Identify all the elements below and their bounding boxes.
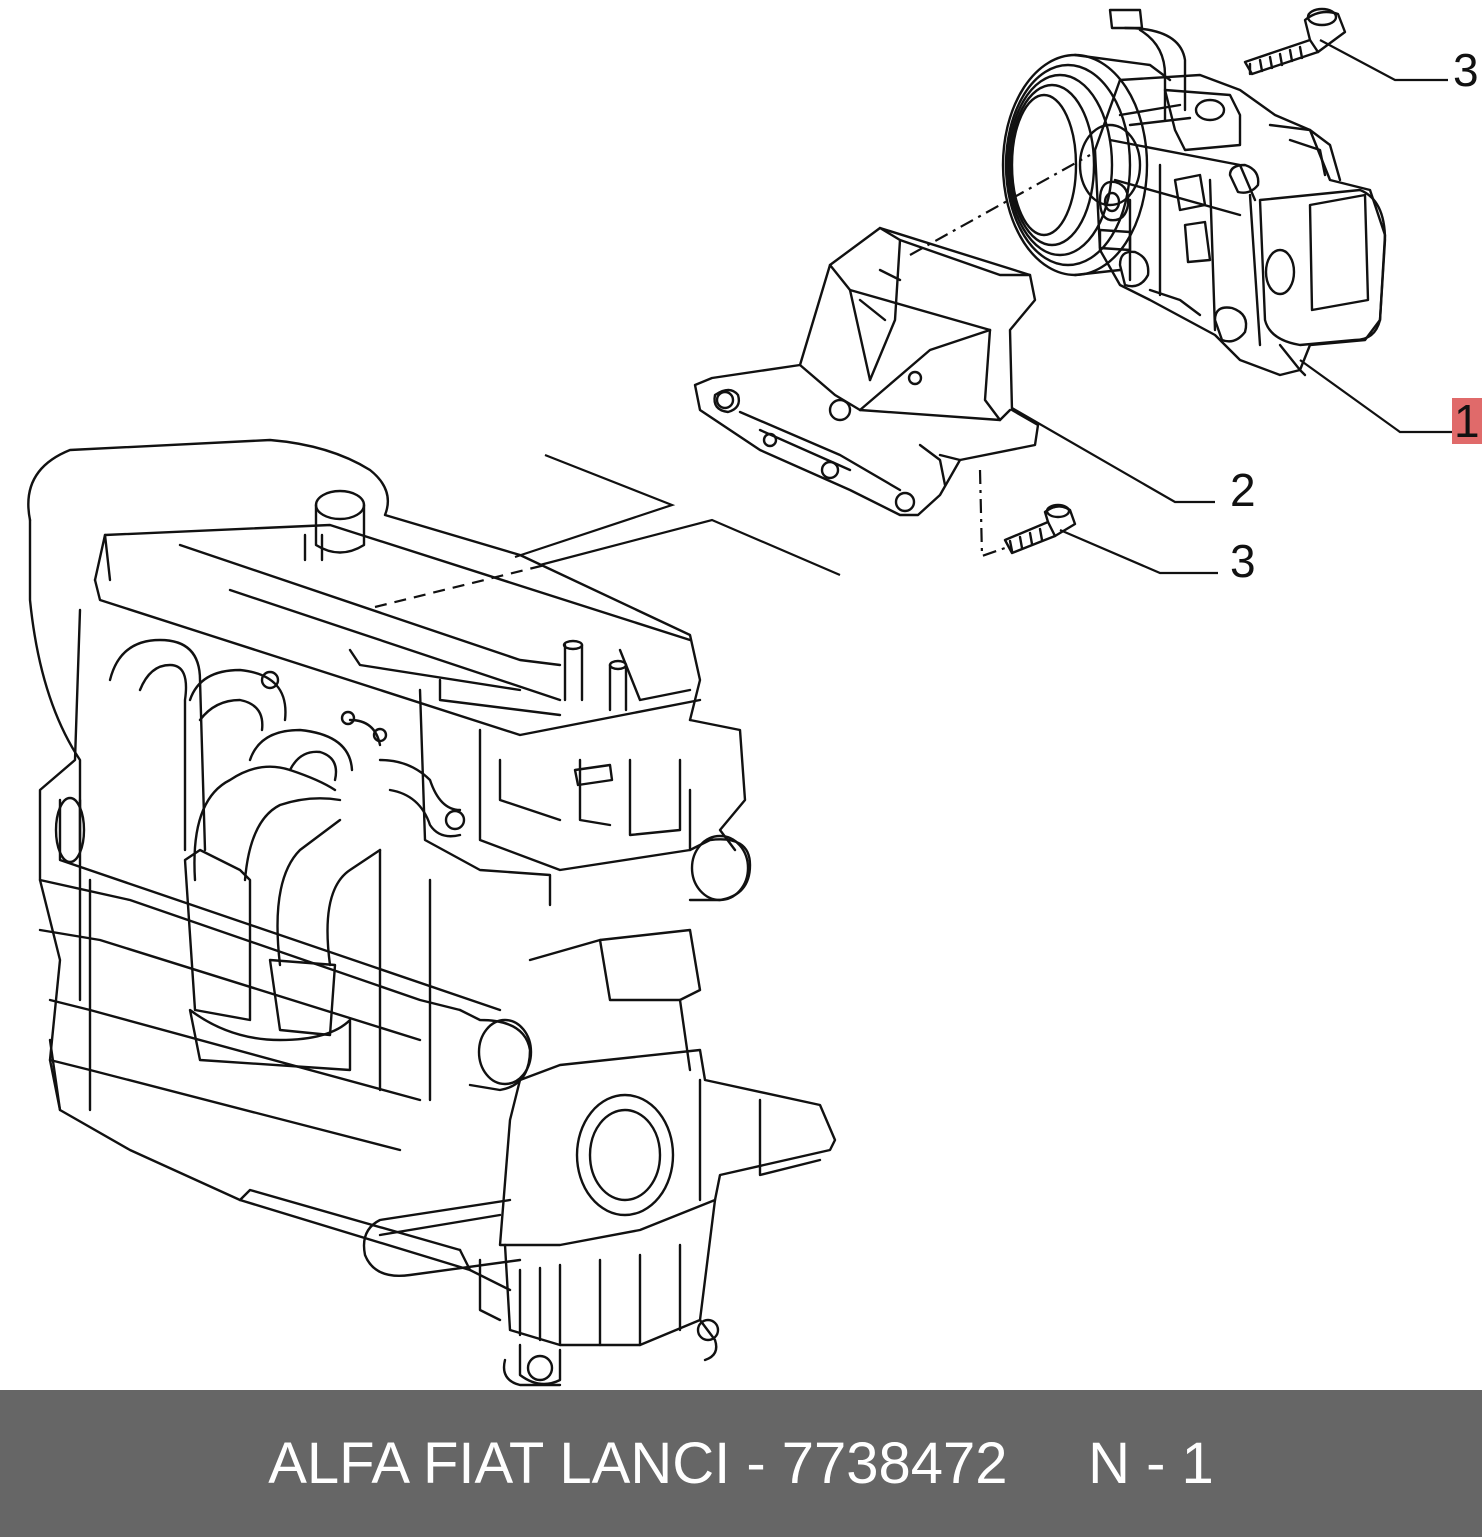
leader-1 bbox=[1299, 359, 1452, 434]
bolt-bottom bbox=[1003, 503, 1077, 555]
leader-3-bottom bbox=[1059, 528, 1218, 575]
leader-3-top bbox=[1319, 39, 1448, 82]
callout-1: 1 bbox=[1452, 395, 1482, 447]
caption-bar: ALFA FIAT LANCI - 7738472 N - 1 bbox=[0, 1390, 1482, 1537]
callout-3-top: 3 bbox=[1453, 44, 1479, 96]
leader-2 bbox=[1011, 407, 1215, 504]
leader-lines bbox=[374, 39, 1452, 609]
part-caption: ALFA FIAT LANCI - 7738472 N - 1 bbox=[268, 1431, 1214, 1496]
ac-compressor bbox=[1001, 8, 1387, 377]
parts-diagram bbox=[27, 7, 1452, 1387]
callout-2: 2 bbox=[1230, 464, 1256, 516]
bolt-top bbox=[1243, 7, 1347, 76]
mounting-bracket bbox=[693, 226, 1040, 517]
engine-block bbox=[27, 438, 837, 1387]
callout-3-bottom: 3 bbox=[1230, 535, 1256, 587]
